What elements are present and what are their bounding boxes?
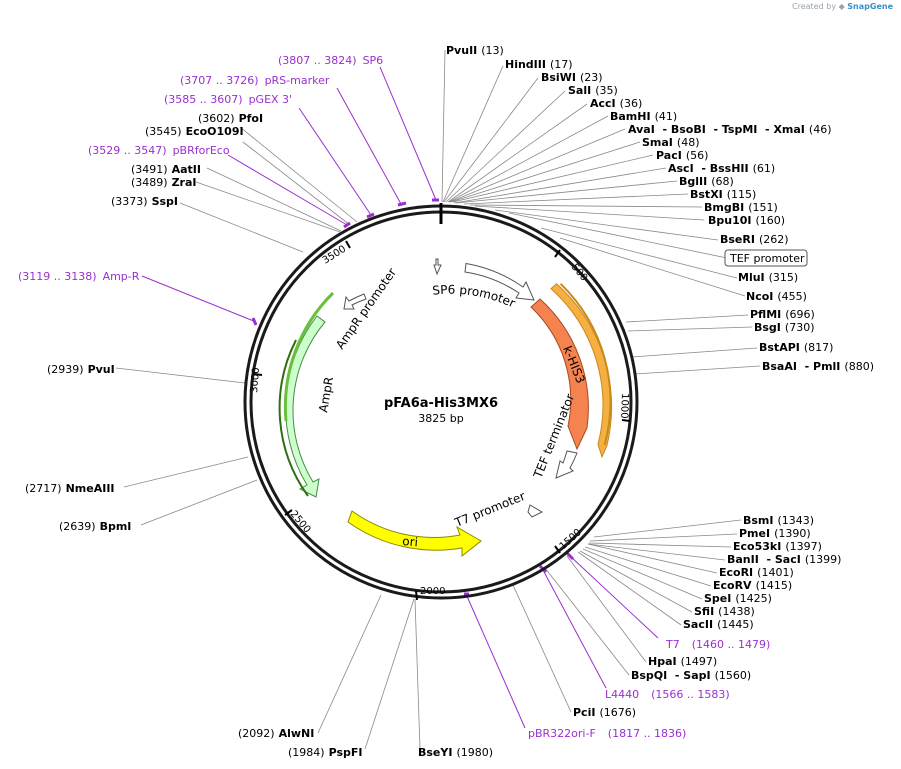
tick-3500: 3500 (321, 244, 348, 267)
feature-ampr-promoter[interactable] (343, 293, 367, 310)
enzyme-label[interactable]: NcoI(455) (746, 290, 807, 303)
feature-ori[interactable] (347, 510, 482, 558)
primer-label[interactable]: (3807 .. 3824)SP6 (278, 54, 383, 67)
enzyme-label[interactable]: PmeI(1390) (739, 527, 811, 540)
feature-tef-terminator[interactable] (555, 450, 578, 479)
feature-t7-promoter[interactable] (527, 504, 544, 518)
plasmid-name: pFA6a-His3MX6 (384, 396, 498, 411)
enzyme-label[interactable]: SalI(35) (568, 84, 618, 97)
feature-label-ampr: AmpR (316, 376, 336, 414)
enzyme-label[interactable]: AvaI - BsoBI - TspMI - XmaI(46) (628, 123, 832, 136)
enzyme-label[interactable]: BsmI(1343) (743, 514, 814, 527)
enzyme-label[interactable]: SfiI(1438) (694, 605, 755, 618)
feature-label-sp6-promoter: SP6 promoter (432, 283, 518, 311)
enzyme-labels-left: (3602)PfoI (3545)EcoO109I (3491)AatII (3… (25, 112, 493, 759)
primer-label[interactable]: (3585 .. 3607)pGEX 3' (164, 93, 292, 106)
enzyme-label[interactable]: Bpu10I(160) (708, 214, 785, 227)
primer-label[interactable]: pBR322ori-F(1817 .. 1836) (528, 727, 686, 740)
enzyme-label[interactable]: Eco53kI(1397) (733, 540, 822, 553)
primer-label[interactable]: (3119 .. 3138)Amp-R (18, 270, 140, 283)
enzyme-label[interactable]: BspQI - SapI(1560) (631, 669, 751, 682)
enzyme-label[interactable]: HindIII(17) (505, 58, 573, 71)
enzyme-label[interactable]: (2092)AlwNI (238, 727, 314, 740)
enzyme-label[interactable]: BamHI(41) (610, 110, 677, 123)
enzyme-label[interactable]: (2639)BpmI (59, 520, 131, 533)
enzyme-label[interactable]: (1984)PspFI (288, 746, 362, 759)
tef-promoter-callout: TEF promoter (724, 249, 808, 267)
feature-label-t7-promoter: T7 promoter (452, 489, 527, 530)
enzyme-label[interactable]: (3545)EcoO109I (145, 125, 244, 138)
tick-1000: 1000 (618, 393, 630, 419)
enzyme-labels-right: PvuII(13) HindIII(17) BsiWI(23) SalI(35)… (446, 44, 874, 719)
enzyme-label[interactable]: BseYI(1980) (418, 746, 493, 759)
enzyme-label[interactable]: PacI(56) (656, 149, 708, 162)
primer-label[interactable]: L4440(1566 .. 1583) (605, 688, 730, 701)
enzyme-label[interactable]: (2939)PvuI (47, 363, 115, 376)
primer-labels: (3807 .. 3824)SP6 (3707 .. 3726)pRS-mark… (18, 54, 770, 740)
enzyme-label[interactable]: (3489)ZraI (131, 176, 197, 189)
snapgene-logo-icon: ◆ (838, 2, 845, 11)
credit-brand: SnapGene (847, 2, 893, 11)
enzyme-label[interactable]: BstAPI(817) (759, 341, 833, 354)
enzyme-label[interactable]: MluI(315) (738, 271, 798, 284)
primer-label[interactable]: (3529 .. 3547)pBRforEco (88, 144, 230, 157)
enzyme-label[interactable]: (3491)AatII (131, 163, 201, 176)
tick-3000: 3000 (249, 367, 262, 393)
enzyme-label[interactable]: BsaAI - PmlI(880) (762, 360, 874, 373)
enzyme-label[interactable]: BmgBI(151) (704, 201, 778, 214)
connector-lines (115, 49, 761, 750)
enzyme-label[interactable]: BsiWI(23) (541, 71, 603, 84)
enzyme-label[interactable]: (3373)SspI (111, 195, 178, 208)
enzyme-label[interactable]: BstXI(115) (690, 188, 756, 201)
feature-sp6-arrowhead[interactable] (433, 258, 442, 276)
enzyme-label[interactable]: BseRI(262) (720, 233, 789, 246)
feature-sp6-promoter[interactable] (464, 262, 535, 301)
primer-connector-lines (141, 66, 659, 729)
plasmid-size: 3825 bp (418, 412, 463, 425)
enzyme-label[interactable]: AccI(36) (590, 97, 642, 110)
tick-marks (253, 240, 631, 601)
enzyme-label[interactable]: SacII(1445) (683, 618, 754, 631)
primer-label[interactable]: T7(1460 .. 1479) (665, 638, 770, 651)
enzyme-label[interactable]: (2717)NmeAIII (25, 482, 115, 495)
enzyme-label[interactable]: PflMI(696) (750, 308, 815, 321)
enzyme-label[interactable]: PvuII(13) (446, 44, 504, 57)
feature-label-ampr-promoter: AmpR promoter (333, 266, 399, 352)
snapgene-credit: Created by ◆ SnapGene (792, 2, 893, 11)
enzyme-label[interactable]: SmaI(48) (642, 136, 700, 149)
enzyme-label[interactable]: PciI(1676) (573, 706, 636, 719)
enzyme-label[interactable]: BanII - SacI(1399) (727, 553, 841, 566)
backbone-ring (243, 203, 639, 600)
credit-prefix: Created by (792, 2, 837, 11)
feature-label-ori: ori (402, 534, 419, 549)
feature-k-his3[interactable] (530, 298, 589, 451)
enzyme-label[interactable]: SpeI(1425) (704, 592, 772, 605)
enzyme-label[interactable]: AscI - BssHII(61) (668, 162, 775, 175)
enzyme-label[interactable]: EcoRI(1401) (719, 566, 794, 579)
enzyme-label[interactable]: EcoRV(1415) (713, 579, 792, 592)
feature-arrows (278, 258, 612, 558)
enzyme-label[interactable]: (3602)PfoI (198, 112, 263, 125)
enzyme-label[interactable]: BglII(68) (679, 175, 734, 188)
enzyme-label[interactable]: BsgI(730) (754, 321, 815, 334)
enzyme-label[interactable]: HpaI(1497) (648, 655, 717, 668)
tef-promoter-callout-label: TEF promoter (729, 252, 805, 265)
feature-label-k-his3: k-HIS3 (560, 344, 588, 385)
tick-2000: 2000 (420, 586, 445, 597)
primer-label[interactable]: (3707 .. 3726)pRS-marker (180, 74, 330, 87)
